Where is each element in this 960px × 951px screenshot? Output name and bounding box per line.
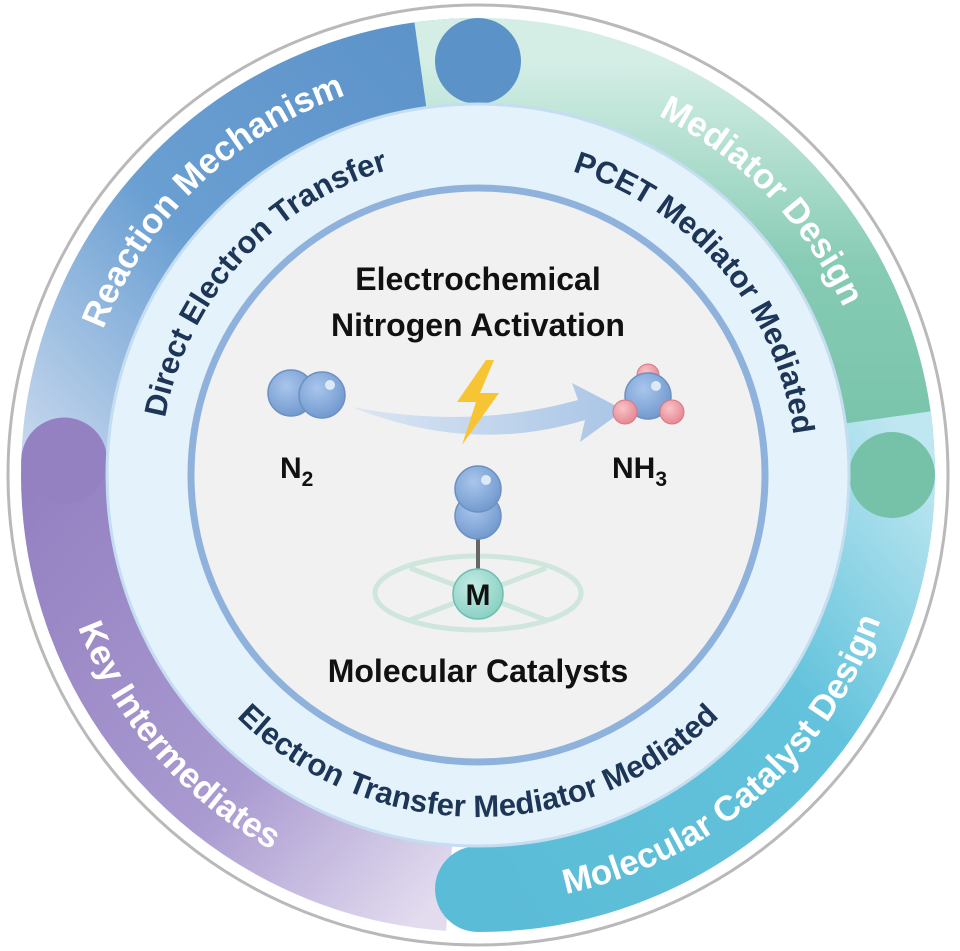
molecular-catalyst-graphic [372, 465, 584, 633]
n2-molecule [267, 369, 346, 419]
band-molecular-catalyst-design [477, 411, 935, 932]
lightning-icon [457, 360, 499, 445]
center-caption: Molecular Catalysts [328, 653, 629, 689]
reaction-arrow [352, 383, 624, 442]
band-mediator-design [414, 18, 935, 476]
center-title-line1: Electrochemical [355, 261, 600, 297]
center-title-line2: Nitrogen Activation [331, 307, 625, 343]
band-cap [435, 846, 521, 932]
metal-label: M [466, 579, 491, 612]
band-cap [849, 432, 935, 518]
band-cap [435, 18, 521, 104]
band-cap [21, 417, 108, 504]
outer-band-ring [21, 18, 935, 932]
n2-label: N2 [280, 452, 313, 491]
nh3-label: NH3 [612, 452, 667, 491]
band-reaction-mechanism [21, 18, 479, 507]
band-key-intermediates [21, 459, 453, 931]
nh3-molecule [612, 363, 685, 425]
